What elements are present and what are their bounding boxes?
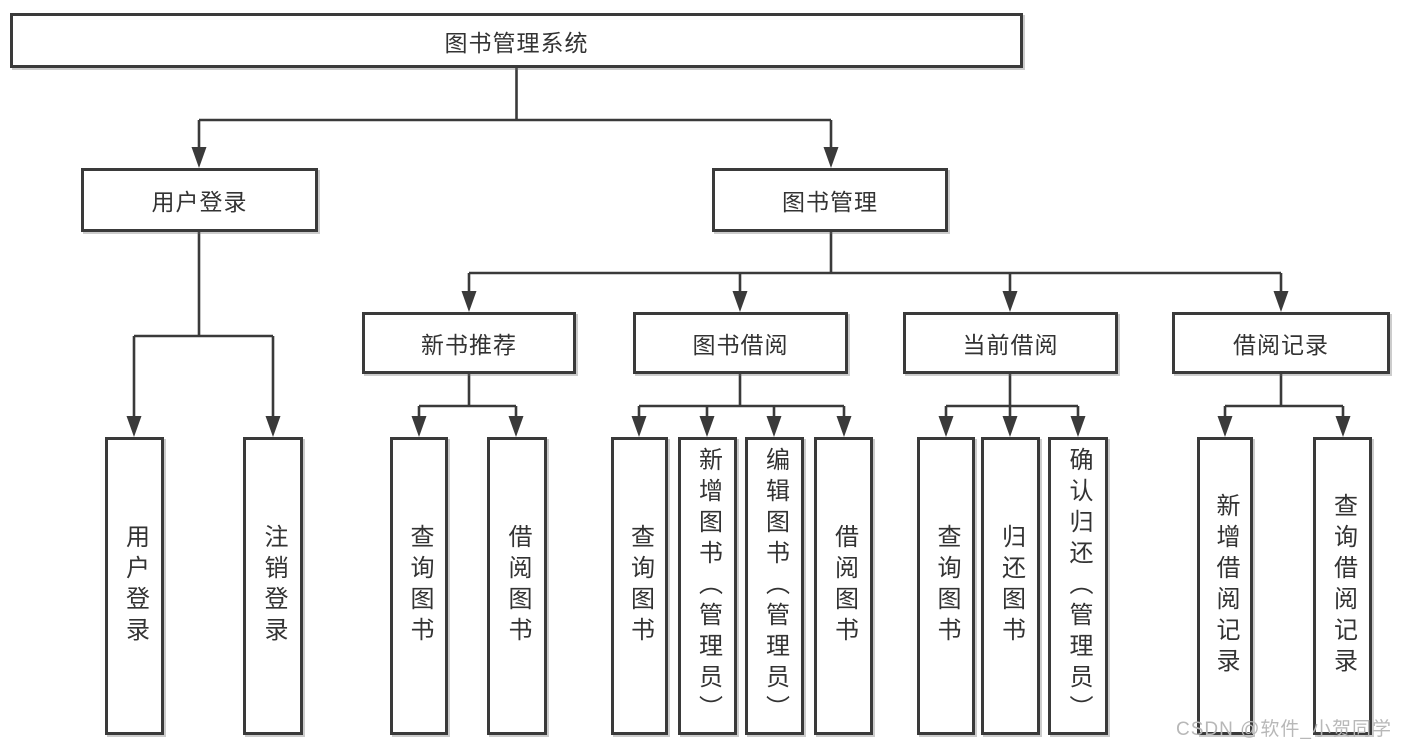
- leaf-borrow-edit-books-admin: 编辑图书（管理员）: [745, 437, 804, 735]
- leaf-recommend-borrow-books-label: 借阅图书: [504, 524, 531, 648]
- node-user-login-label: 用户登录: [151, 189, 248, 215]
- arrow-down-icon: [631, 416, 647, 437]
- csdn-watermark: CSDN @软件_小贺同学: [1176, 719, 1392, 740]
- leaf-recommend-borrow-books: 借阅图书: [487, 437, 547, 735]
- node-borrow-records: 借阅记录: [1172, 312, 1390, 374]
- arrow-down-icon: [1273, 291, 1289, 312]
- node-current-borrow: 当前借阅: [903, 312, 1118, 374]
- borrow-group-connector: [631, 374, 852, 437]
- records-group-connector: [1217, 374, 1351, 437]
- node-current-borrow-label: 当前借阅: [962, 332, 1059, 358]
- leaf-records-add-record-label: 新增借阅记录: [1212, 493, 1239, 679]
- leaf-current-query-books-label: 查询图书: [933, 524, 960, 648]
- leaf-recommend-query-books-label: 查询图书: [406, 524, 433, 648]
- node-book-borrow-label: 图书借阅: [692, 332, 789, 358]
- leaf-borrow-borrow-books: 借阅图书: [814, 437, 873, 735]
- arrow-down-icon: [1217, 416, 1233, 437]
- leaf-records-query-record-label: 查询借阅记录: [1329, 493, 1357, 679]
- node-root-label: 图书管理系统: [444, 29, 589, 56]
- leaf-borrow-edit-books-admin-label: 编辑图书（管理员）: [761, 446, 789, 726]
- leaf-current-return-books-label: 归还图书: [997, 524, 1025, 648]
- arrow-down-icon: [732, 291, 748, 312]
- leaf-user-login-label: 用户登录: [121, 524, 149, 648]
- arrow-down-icon: [1002, 416, 1018, 437]
- arrow-down-icon: [766, 416, 782, 437]
- leaf-user-login: 用户登录: [105, 437, 164, 735]
- node-root: 图书管理系统: [10, 13, 1023, 68]
- node-book-borrow: 图书借阅: [633, 312, 848, 374]
- node-new-book-recommend: 新书推荐: [362, 312, 576, 374]
- leaf-records-query-record: 查询借阅记录: [1313, 437, 1372, 735]
- leaf-current-confirm-return-admin-label: 确认归还（管理员）: [1065, 446, 1092, 726]
- leaf-borrow-query-books: 查询图书: [611, 437, 668, 735]
- arrow-down-icon: [699, 416, 715, 437]
- arrow-down-icon: [411, 416, 427, 437]
- arrow-down-icon: [823, 147, 839, 168]
- leaf-records-add-record: 新增借阅记录: [1197, 437, 1253, 735]
- node-new-book-recommend-label: 新书推荐: [421, 332, 517, 358]
- login-branch-connector: [126, 232, 281, 437]
- leaf-borrow-borrow-books-label: 借阅图书: [830, 524, 858, 648]
- arrow-down-icon: [1070, 416, 1086, 437]
- leaf-current-query-books: 查询图书: [917, 437, 975, 735]
- leaf-borrow-query-books-label: 查询图书: [626, 524, 654, 648]
- leaf-logout-label: 注销登录: [260, 524, 287, 648]
- recommend-group-connector: [411, 374, 524, 437]
- leaf-logout: 注销登录: [243, 437, 303, 735]
- root-to-level2-connector: [191, 68, 839, 168]
- arrow-down-icon: [938, 416, 954, 437]
- arrow-down-icon: [836, 416, 852, 437]
- arrow-down-icon: [508, 416, 524, 437]
- node-book-management-label: 图书管理: [782, 189, 878, 215]
- leaf-borrow-add-books-admin-label: 新增图书（管理员）: [694, 446, 722, 726]
- leaf-recommend-query-books: 查询图书: [390, 437, 448, 735]
- leaf-current-confirm-return-admin: 确认归还（管理员）: [1048, 437, 1108, 735]
- arrow-down-icon: [1335, 416, 1351, 437]
- node-book-management: 图书管理: [712, 168, 948, 232]
- leaf-borrow-add-books-admin: 新增图书（管理员）: [678, 437, 737, 735]
- arrow-down-icon: [126, 416, 142, 437]
- arrow-down-icon: [191, 147, 207, 168]
- current-group-connector: [938, 374, 1086, 437]
- arrow-down-icon: [265, 416, 281, 437]
- arrow-down-icon: [1002, 291, 1018, 312]
- node-user-login: 用户登录: [81, 168, 318, 232]
- management-to-level3-connector: [461, 232, 1289, 312]
- leaf-current-return-books: 归还图书: [981, 437, 1040, 735]
- node-borrow-records-label: 借阅记录: [1233, 332, 1329, 358]
- arrow-down-icon: [461, 291, 477, 312]
